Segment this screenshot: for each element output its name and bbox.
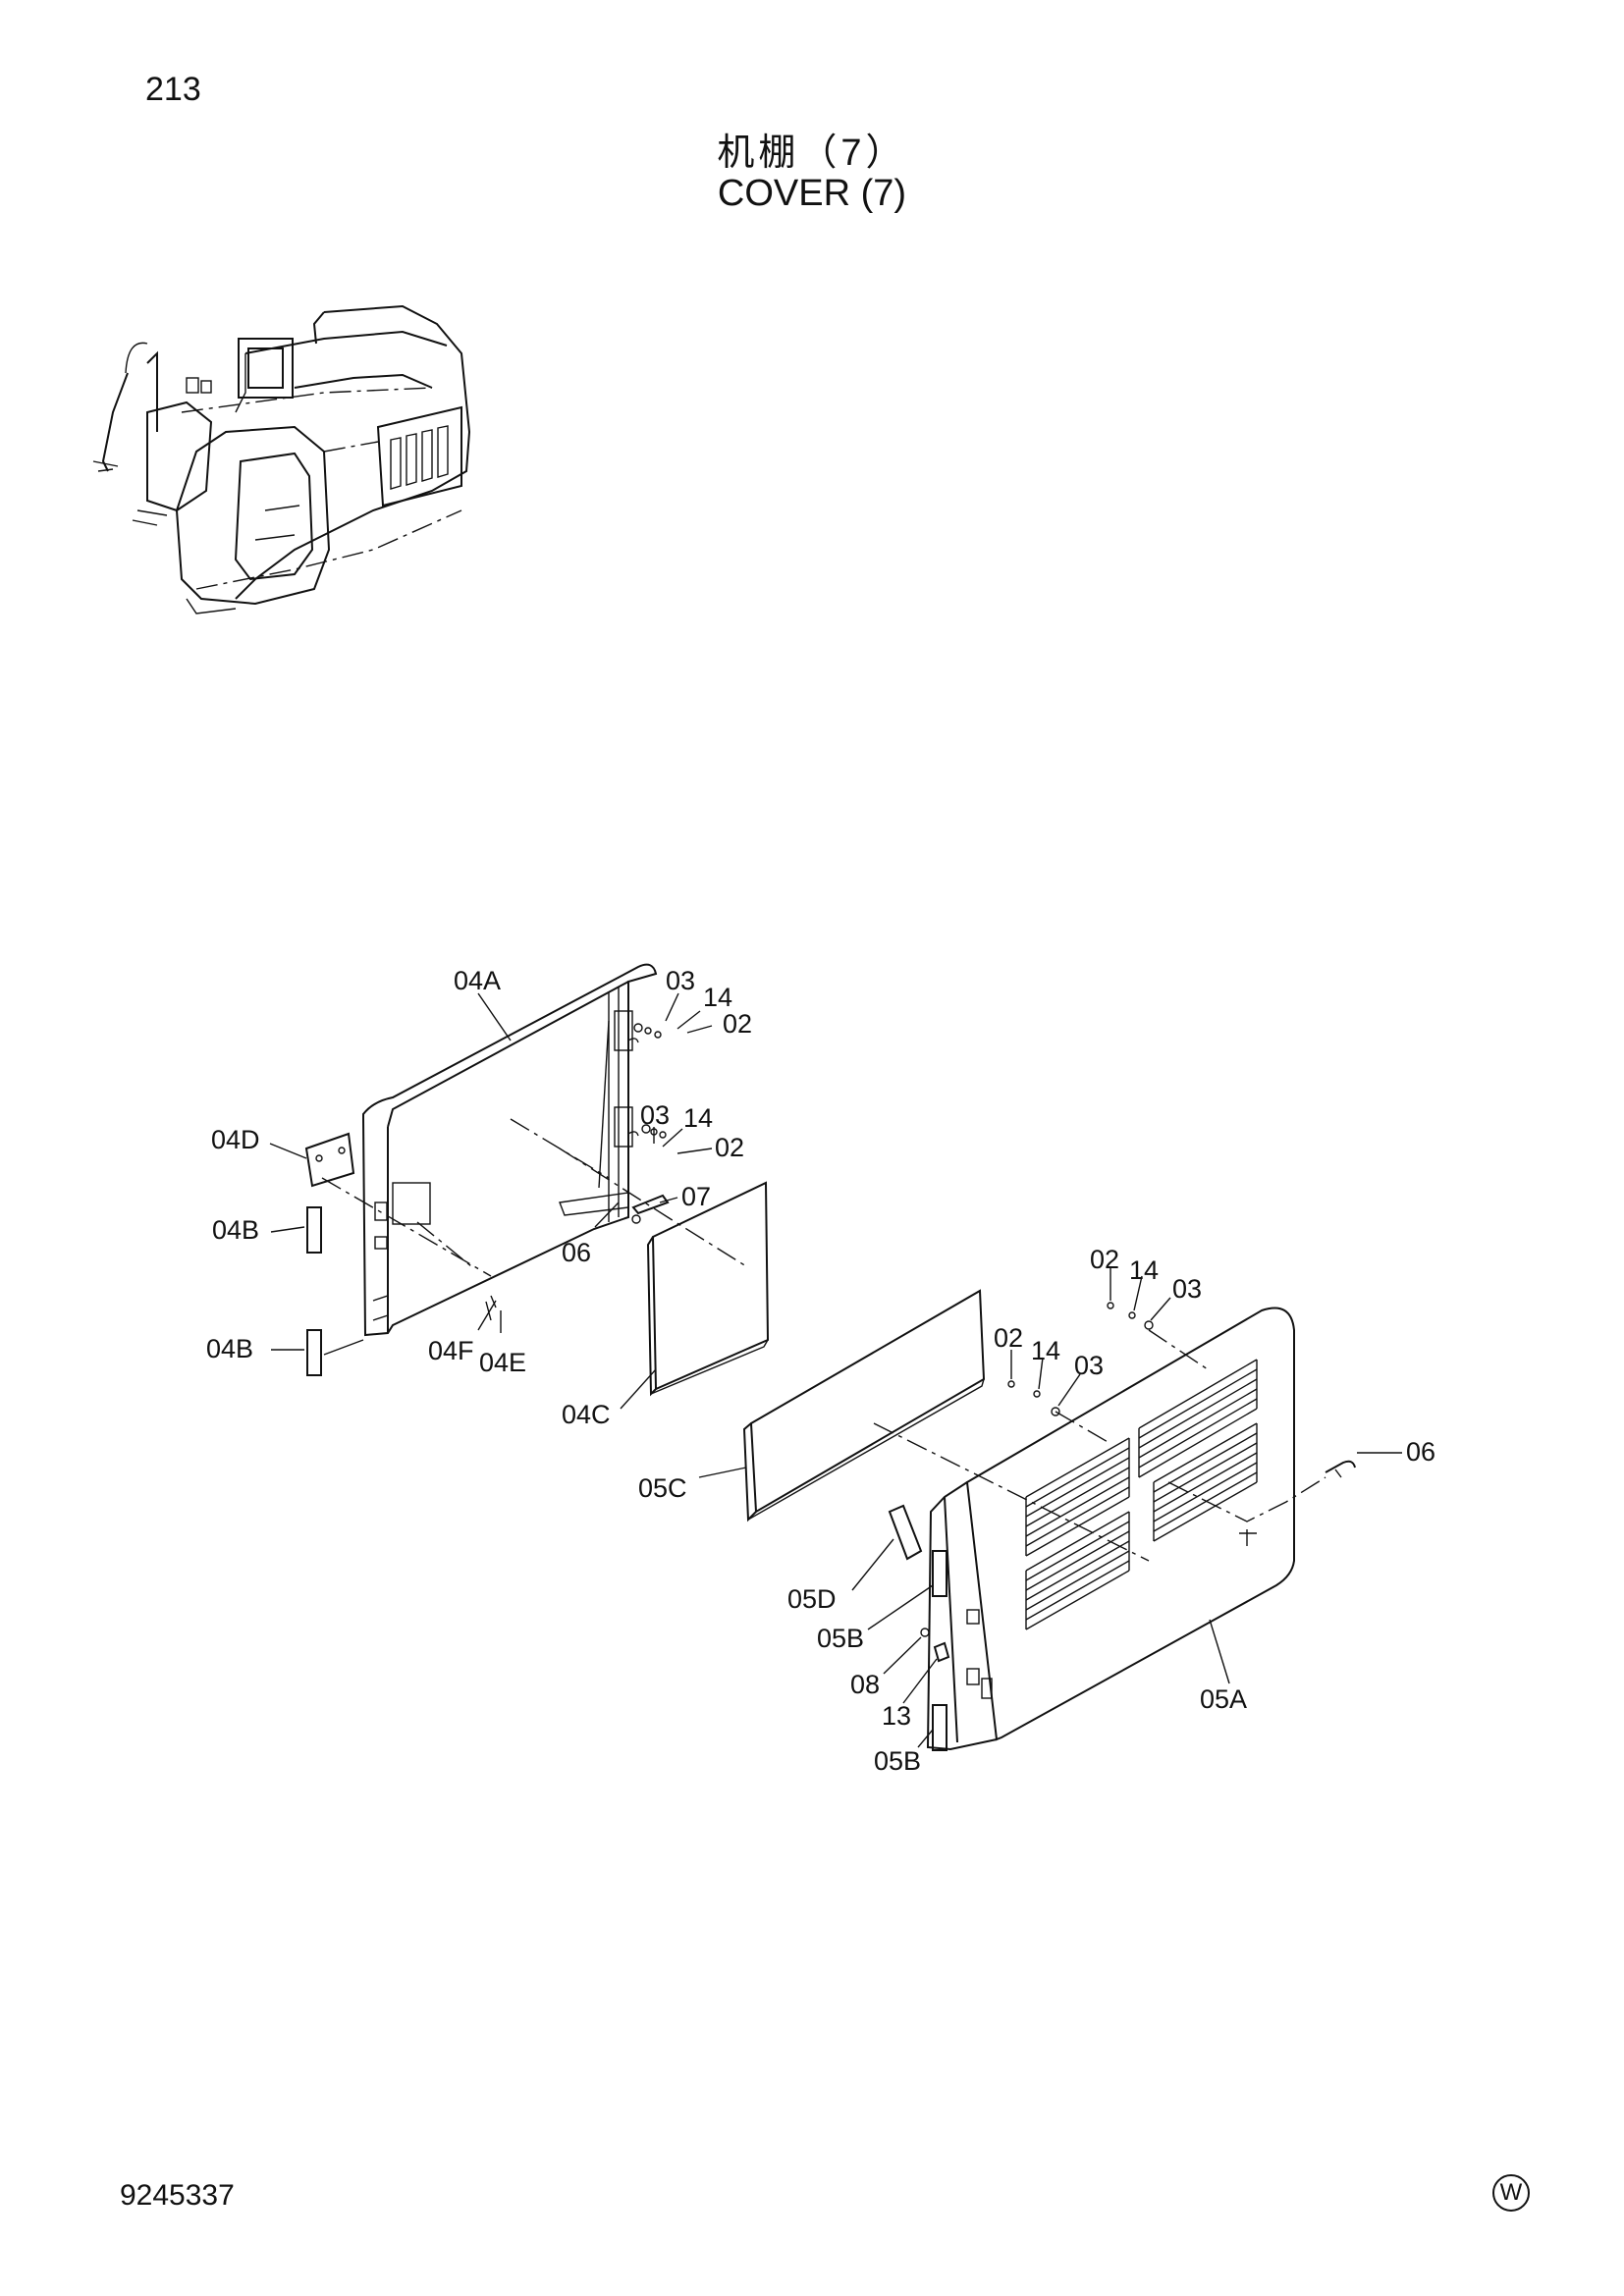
callout-03: 03 — [640, 1100, 670, 1130]
callout-02: 02 — [994, 1323, 1023, 1353]
callout-02: 02 — [723, 1009, 752, 1039]
title-english: COVER (7) — [717, 173, 907, 214]
callout-14: 14 — [683, 1103, 713, 1133]
callout-04B: 04B — [212, 1215, 259, 1245]
assembly-lines-right — [873, 1329, 1326, 1562]
callout-06: 06 — [1406, 1437, 1435, 1467]
callout-03: 03 — [1172, 1274, 1202, 1304]
leader-lines — [269, 992, 1402, 1748]
callout-05A: 05A — [1200, 1684, 1247, 1714]
callout-07: 07 — [681, 1182, 711, 1211]
callout-labels: 04A 03 14 02 03 14 02 07 06 04D 04B 04B … — [206, 966, 1435, 1776]
callout-02: 02 — [1090, 1245, 1119, 1274]
callout-04D: 04D — [211, 1125, 260, 1154]
callout-14: 14 — [1031, 1336, 1060, 1365]
small-parts-04 — [304, 1132, 497, 1376]
small-parts-05 — [888, 1504, 950, 1751]
callout-08: 08 — [850, 1670, 880, 1699]
callout-03: 03 — [666, 966, 695, 995]
callout-04F: 04F — [428, 1336, 474, 1365]
callout-13: 13 — [882, 1701, 911, 1731]
corner-mark-badge: W — [1492, 2174, 1530, 2212]
callout-04A: 04A — [454, 966, 501, 995]
callout-04B: 04B — [206, 1334, 253, 1363]
document-number: 9245337 — [120, 2179, 235, 2212]
callout-05D: 05D — [787, 1584, 837, 1614]
assembly-lines-left — [321, 1118, 747, 1277]
page-number: 213 — [145, 71, 201, 108]
callout-06: 06 — [562, 1238, 591, 1267]
louver-grille-lower-right — [1153, 1422, 1258, 1542]
excavator-key-view — [92, 304, 471, 614]
title-chinese: 机棚（7） — [717, 133, 907, 174]
pad-04C — [646, 1181, 770, 1397]
louver-grille-upper-right — [1138, 1359, 1258, 1478]
louver-grille-upper-left — [1025, 1437, 1130, 1557]
panel-04A — [362, 963, 658, 1337]
hardware-05 — [1007, 1302, 1154, 1416]
louver-grille-lower-left — [1025, 1511, 1130, 1630]
callout-05B: 05B — [817, 1624, 864, 1653]
callout-05B: 05B — [874, 1746, 921, 1776]
callout-04E: 04E — [479, 1348, 526, 1377]
callout-14: 14 — [1129, 1255, 1159, 1285]
callout-02: 02 — [715, 1133, 744, 1162]
callout-03: 03 — [1074, 1351, 1104, 1380]
panel-05A — [926, 1307, 1295, 1751]
callout-04C: 04C — [562, 1400, 611, 1429]
pad-05C — [742, 1289, 986, 1522]
handle-06 — [1325, 1460, 1356, 1478]
callout-05C: 05C — [638, 1473, 687, 1503]
callout-14: 14 — [703, 983, 732, 1012]
